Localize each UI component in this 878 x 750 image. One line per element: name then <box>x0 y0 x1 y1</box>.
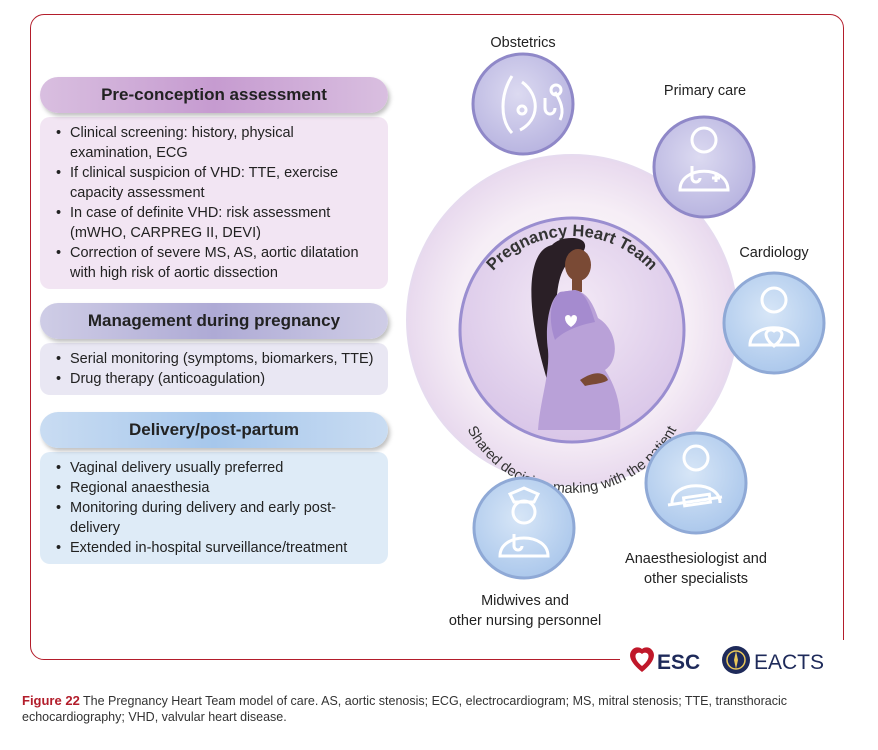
list-item: Correction of severe MS, AS, aortic dila… <box>56 243 378 283</box>
anaesthesiologist-icon <box>667 444 723 508</box>
eacts-logo-text: EACTS <box>754 651 824 674</box>
list-item: Extended in-hospital surveillance/treatm… <box>56 538 378 558</box>
esc-heart-icon <box>630 647 654 672</box>
label-obstetrics: Obstetrics <box>490 35 556 51</box>
logos-art: ESC EACTS <box>630 646 824 674</box>
section-management: Management during pregnancy Serial monit… <box>40 303 388 395</box>
logos-bar: ESC EACTS <box>620 640 848 680</box>
list-item: Vaginal delivery usually preferred <box>56 458 378 478</box>
label-line: Anaesthesiologist and <box>625 551 767 567</box>
figure-frame <box>30 14 844 660</box>
section-body: Clinical screening: history, physical ex… <box>40 117 388 289</box>
label-anaesthesiologist: Anaesthesiologist and other specialists <box>606 549 786 589</box>
section-body: Vaginal delivery usually preferred Regio… <box>40 452 388 564</box>
list-item: Serial monitoring (symptoms, biomarkers,… <box>56 349 378 369</box>
eacts-emblem-icon <box>722 646 750 674</box>
list-item: Monitoring during delivery and early pos… <box>56 498 378 538</box>
list-item: Drug therapy (anticoagulation) <box>56 369 378 389</box>
list-item: If clinical suspicion of VHD: TTE, exerc… <box>56 163 378 203</box>
section-body: Serial monitoring (symptoms, biomarkers,… <box>40 343 388 395</box>
section-title: Pre-conception assessment <box>40 77 388 113</box>
label-primary-care: Primary care <box>663 83 747 99</box>
section-pre-conception: Pre-conception assessment Clinical scree… <box>40 77 388 289</box>
specialist-anaesthesiologist <box>644 431 748 535</box>
section-title: Management during pregnancy <box>40 303 388 339</box>
obstetrics-icon <box>501 75 564 135</box>
esc-logo-text: ESC <box>657 651 700 674</box>
label-midwives: Midwives and other nursing personnel <box>430 591 620 631</box>
specialist-primary-care <box>652 115 756 219</box>
primary-care-icon <box>678 126 730 192</box>
section-delivery: Delivery/post-partum Vaginal delivery us… <box>40 412 388 564</box>
label-line: Midwives and <box>481 593 569 609</box>
label-cardiology: Cardiology <box>739 245 809 261</box>
midwife-icon <box>498 486 550 558</box>
pregnant-woman-illustration <box>531 238 621 430</box>
list-item: Regional anaesthesia <box>56 478 378 498</box>
list-item: In case of definite VHD: risk assessment… <box>56 203 378 243</box>
specialist-cardiology <box>722 271 826 375</box>
figure-number: Figure 22 <box>22 693 80 708</box>
list-item: Clinical screening: history, physical ex… <box>56 123 378 163</box>
team-diagram: Pregnancy Heart Team Shared decision-mak… <box>406 52 826 580</box>
specialist-midwives <box>472 476 576 580</box>
label-line: other nursing personnel <box>448 613 602 629</box>
cardiology-icon <box>748 286 800 348</box>
specialist-obstetrics <box>471 52 575 156</box>
figure-caption-text: The Pregnancy Heart Team model of care. … <box>22 694 788 724</box>
label-line: other specialists <box>644 571 748 587</box>
figure-caption: Figure 22 The Pregnancy Heart Team model… <box>22 693 862 725</box>
section-title: Delivery/post-partum <box>40 412 388 448</box>
